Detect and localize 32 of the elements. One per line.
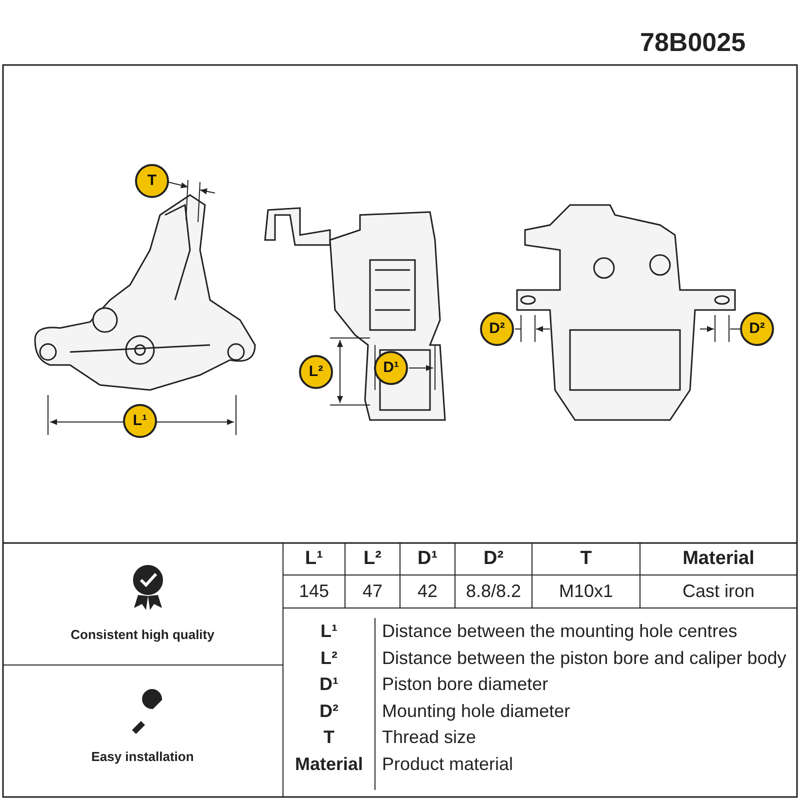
table-cell-text: 145	[298, 581, 330, 601]
part-number: 78B0025	[640, 28, 746, 56]
column-header: D²	[482, 549, 505, 569]
table-cell-text: 47	[361, 581, 384, 601]
column-header: Material	[682, 549, 756, 569]
dimension-description: Mounting hole diameter	[382, 700, 570, 720]
dimension-description: Piston bore diameter	[382, 674, 548, 694]
dimension-description: Distance between the piston bore and caliper body	[382, 648, 786, 668]
callout-label: T	[135, 164, 169, 198]
table-cell-text: 42	[416, 581, 439, 601]
feature-caption: Easy installation	[90, 748, 195, 766]
dimension-description: Thread size	[382, 727, 476, 747]
dimension-symbol: Material	[294, 754, 364, 774]
column-header: T	[579, 549, 593, 569]
table-cell-text: M10x1	[558, 581, 614, 601]
callout-label: D²	[740, 312, 774, 346]
callout-label: D²	[480, 312, 514, 346]
dimension-symbol: D¹	[318, 674, 340, 694]
dimension-description: Product material	[382, 754, 514, 774]
table-cell-text: Cast iron	[681, 581, 756, 601]
column-header: L¹	[304, 549, 324, 569]
dimension-symbol: T	[322, 727, 336, 747]
dimension-symbol: D²	[318, 700, 340, 720]
dimension-symbol: L²	[320, 648, 338, 668]
callout-label: L¹	[123, 404, 157, 438]
feature-caption: Consistent high quality	[70, 626, 216, 644]
dimension-symbol: L¹	[320, 621, 338, 641]
dimension-description: Distance between the mounting hole centres	[382, 621, 738, 641]
column-header: L²	[362, 549, 382, 569]
column-header: D¹	[416, 549, 439, 569]
callout-label: L²	[299, 355, 333, 389]
table-cell-text: 8.8/8.2	[464, 581, 522, 601]
